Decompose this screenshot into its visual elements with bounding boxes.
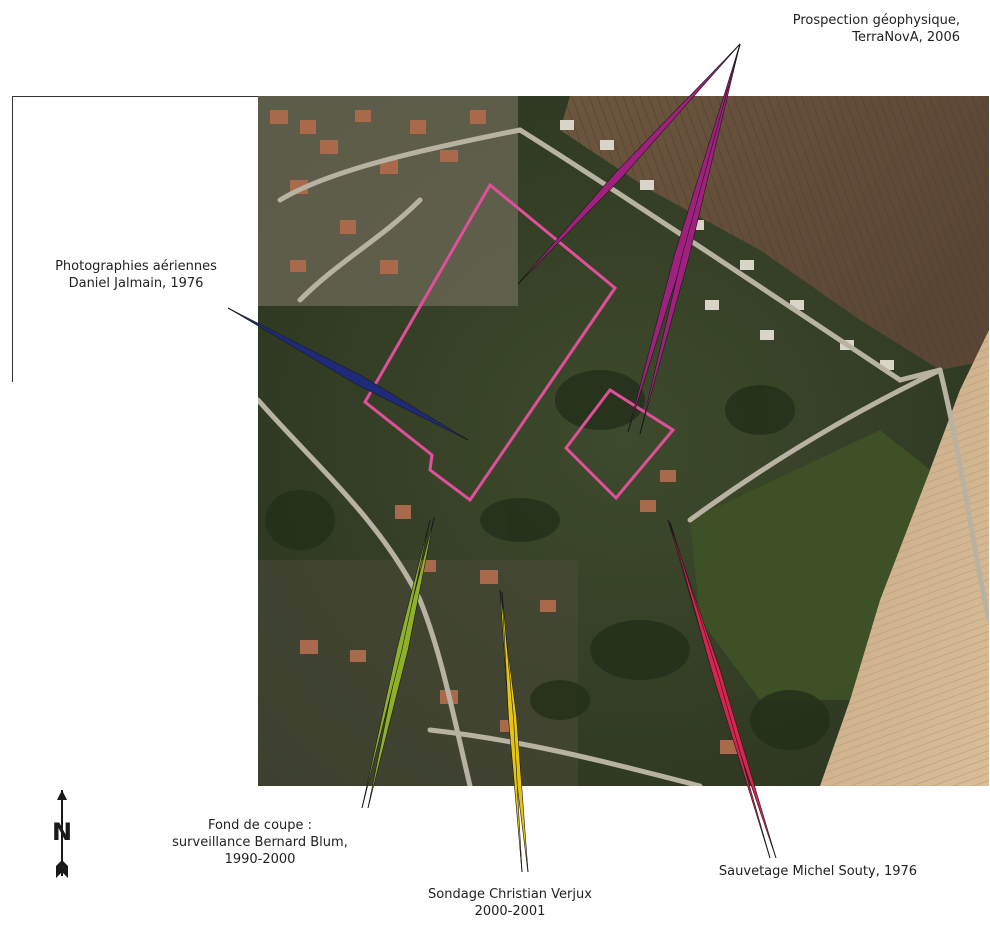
annotation-line: Daniel Jalmain, 1976 <box>68 276 204 291</box>
annotation-line: Sauvetage Michel Souty, 1976 <box>718 864 918 879</box>
annotation-label-geophysics: Prospection géophysique, TerraNovA, 2006 <box>700 12 960 46</box>
annotation-label-coupe: Fond de coupe : surveillance Bernard Blu… <box>140 817 380 868</box>
annotation-label-sondage: Sondage Christian Verjux 2000-2001 <box>390 886 630 920</box>
leader-wedge-geo <box>639 43 741 435</box>
survey-area-outline <box>363 182 618 503</box>
leader-wedge-coupe <box>367 517 435 809</box>
annotation-line: Photographies aériennes <box>55 259 217 274</box>
leader-wedge-sauvetage <box>669 521 771 859</box>
leader-wedge-coupe <box>361 519 431 809</box>
leader-wedge-sondage <box>501 591 523 873</box>
aerial-photo <box>258 96 989 786</box>
leader-wedge-aerial <box>227 307 469 441</box>
leader-wedge-geo <box>517 43 741 285</box>
annotation-line: TerraNovA, 2006 <box>852 30 960 45</box>
annotation-line: 2000-2001 <box>474 904 546 919</box>
annotation-line: 1990-2000 <box>224 852 296 867</box>
survey-area-outline-small <box>564 387 676 501</box>
north-letter: N <box>52 818 72 846</box>
annotation-line: surveillance Bernard Blum, <box>172 835 348 850</box>
north-arrow-icon: N <box>52 790 72 878</box>
annotation-line: Fond de coupe : <box>207 818 313 833</box>
annotation-label-aerial: Photographies aériennes Daniel Jalmain, … <box>20 258 252 292</box>
site-outlines <box>363 182 676 503</box>
annotation-line: Prospection géophysique, <box>792 13 960 28</box>
map-frame-left <box>12 96 259 382</box>
annotation-label-sauvetage: Sauvetage Michel Souty, 1976 <box>688 863 948 880</box>
annotation-line: Sondage Christian Verjux <box>428 887 592 902</box>
